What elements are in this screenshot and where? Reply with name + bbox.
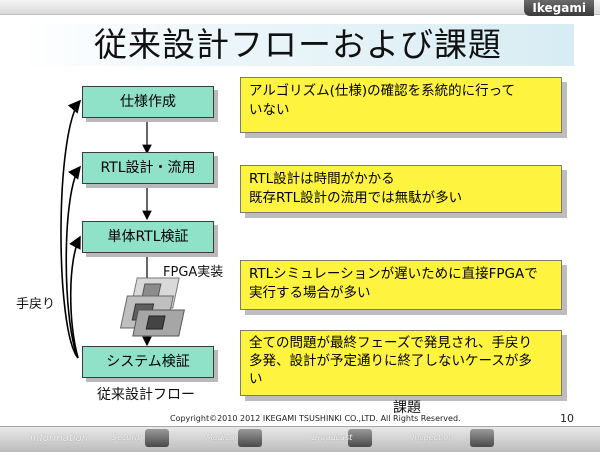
issue-line: RTL設計は時間がかかる — [249, 170, 553, 189]
footer-item: Broadcast — [312, 433, 352, 442]
flow-step-system-verification: システム検証 — [82, 346, 214, 378]
footer-bar — [0, 426, 600, 452]
flow-caption: 従来設計フロー — [97, 384, 195, 404]
issue-line: いない — [249, 101, 553, 120]
rework-label: 手戻り — [16, 293, 55, 312]
flow-step-spec: 仕様作成 — [82, 86, 214, 118]
issue-line: アルゴリズム(仕様)の確認を系統的に行って — [249, 82, 553, 101]
issue-line: い — [249, 370, 553, 388]
issue-box: 全ての問題が最終フェーズで発見され、手戻り 多発、設計が予定通りに終了しないケー… — [240, 330, 562, 396]
flow-step-rtl-design: RTL設計・流用 — [82, 152, 214, 184]
issue-line: 実行する場合が多い — [249, 284, 553, 303]
page-number: 10 — [560, 412, 574, 425]
issue-line: 多発、設計が予定通りに終了しないケースが多 — [249, 352, 553, 370]
issue-box: RTLシミュレーションが遅いために直接FPGAで 実行する場合が多い — [240, 260, 562, 310]
flow-step-unit-verification: 単体RTL検証 — [82, 221, 214, 253]
issue-box: RTL設計は時間がかかる 既存RTL設計の流用では無駄が多い — [240, 165, 562, 213]
fpga-label: FPGA実装 — [163, 261, 223, 280]
footer-item: Inspection — [412, 433, 453, 442]
security-camera-icon — [145, 429, 169, 447]
fpga-board-image — [118, 274, 190, 340]
footer-item: Security — [112, 433, 145, 442]
footer-item: Medical — [206, 433, 237, 442]
issue-line: 既存RTL設計の流用では無駄が多い — [249, 189, 553, 208]
issue-line: RTLシミュレーションが遅いために直接FPGAで — [249, 265, 553, 284]
issue-box: アルゴリズム(仕様)の確認を系統的に行って いない — [240, 77, 562, 133]
rework-arrow — [61, 101, 80, 358]
copyright-text: Copyright©2010 2012 IKEGAMI TSUSHINKI CO… — [170, 414, 461, 423]
footer-item: Information — [30, 433, 88, 444]
issue-line: 全ての問題が最終フェーズで発見され、手戻り — [249, 334, 553, 352]
inspection-device-icon — [470, 429, 494, 447]
medical-device-icon — [238, 429, 262, 447]
